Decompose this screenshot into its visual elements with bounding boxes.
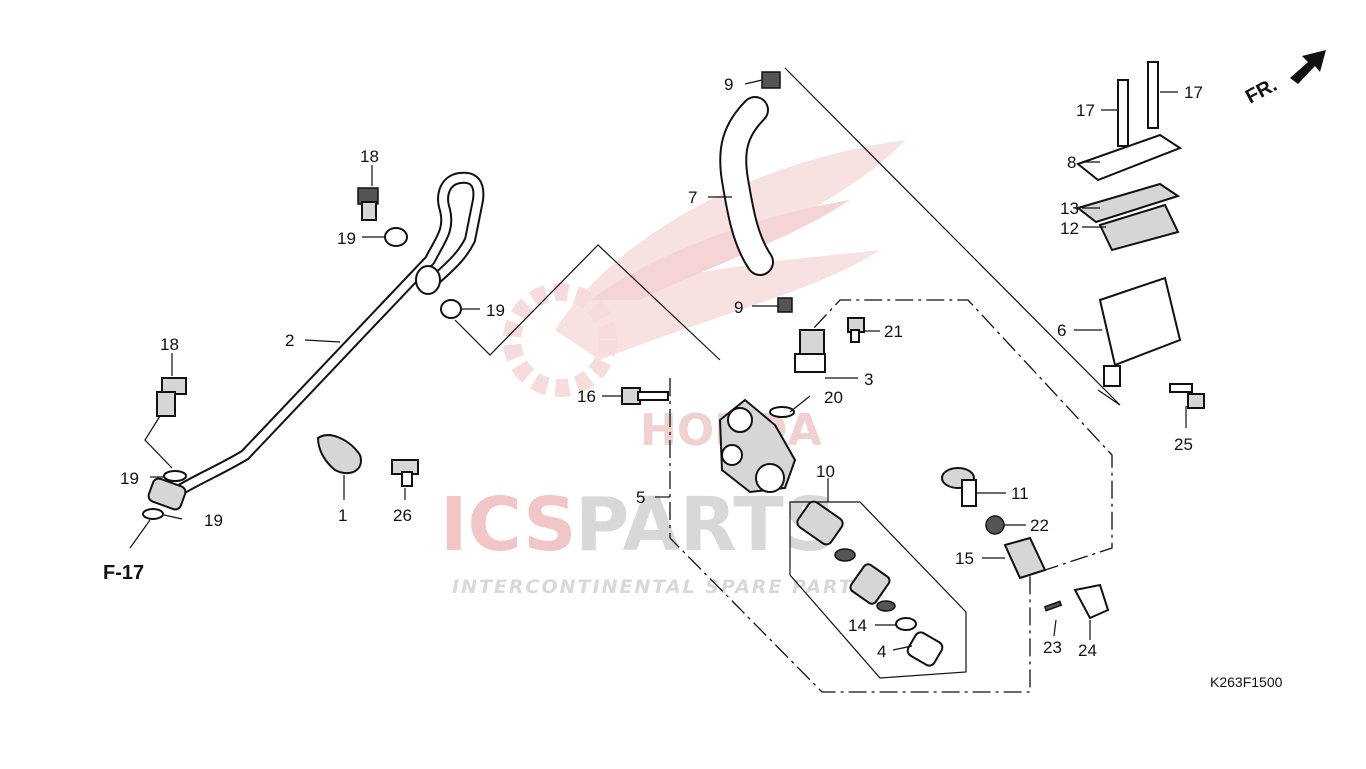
callout-22: 22 [1030, 516, 1049, 535]
callout-3: 3 [864, 370, 873, 389]
callout-7: 7 [688, 188, 697, 207]
brake-switch-bolt [941, 467, 977, 507]
washer-19-b [440, 299, 462, 319]
callout-13: 13 [1060, 199, 1079, 218]
screw-21 [847, 317, 865, 343]
reservoir-hose [719, 96, 774, 276]
callout-9-lower: 9 [734, 298, 743, 317]
hose-clamp [316, 434, 362, 475]
diaphragm [1098, 203, 1180, 252]
callout-18-upper: 18 [360, 147, 379, 166]
nut-22 [985, 515, 1005, 535]
banjo-bolt-upper [357, 187, 379, 221]
callout-17-right: 17 [1184, 83, 1203, 102]
callout-14: 14 [848, 616, 867, 635]
callout-18-lower: 18 [160, 335, 179, 354]
leader-lines [129, 79, 1187, 651]
boot-24 [1073, 583, 1110, 620]
callout-25: 25 [1174, 435, 1193, 454]
callout-24: 24 [1078, 641, 1097, 660]
reservoir-cap [1075, 133, 1183, 182]
f17-reference: F-17 [103, 562, 144, 584]
bolt-26 [391, 459, 419, 487]
outline-hose-link [454, 244, 721, 361]
front-direction-arrow: FR. [1242, 50, 1326, 108]
banjo-bolt-lower [156, 377, 187, 417]
piston-kit [796, 500, 944, 667]
drawing-code: K263F1500 [1210, 674, 1283, 690]
reservoir-screws [1117, 61, 1159, 147]
callout-11: 11 [1011, 484, 1029, 503]
callout-15: 15 [955, 549, 974, 568]
hose-clip-upper [761, 71, 781, 89]
callout-16: 16 [577, 387, 596, 406]
callout-4: 4 [877, 642, 886, 661]
callout-8: 8 [1067, 153, 1076, 172]
hose-clip-lower [777, 297, 793, 313]
callout-19-lower-right: 19 [204, 511, 223, 530]
callouts: 18 19 19 2 18 19 19 F-17 1 26 9 7 9 21 3… [103, 75, 1283, 690]
reservoir-body [1098, 276, 1182, 387]
callout-5: 5 [636, 488, 645, 507]
watermark-tagline: INTERCONTINENTAL SPARE PARTS [452, 576, 869, 598]
master-cylinder-body [718, 398, 797, 494]
callout-17-left: 17 [1076, 101, 1095, 120]
callout-9-upper: 9 [724, 75, 733, 94]
switch-clamp [1003, 536, 1047, 580]
callout-19-upper-left: 19 [337, 229, 356, 248]
outline-master-cylinder [669, 299, 1113, 693]
diaphragm-plate [1075, 182, 1181, 224]
callout-26: 26 [393, 506, 412, 525]
washer-19-c [163, 470, 187, 482]
callout-23: 23 [1043, 638, 1062, 657]
callout-12: 12 [1060, 219, 1079, 238]
callout-21: 21 [884, 322, 903, 341]
callout-19-lower-left: 19 [120, 469, 139, 488]
callout-6: 6 [1057, 321, 1066, 340]
callout-2: 2 [285, 331, 294, 350]
callout-19-upper-right: 19 [486, 301, 505, 320]
callout-20: 20 [824, 388, 843, 407]
washer-19-a [384, 227, 408, 247]
o-ring-20 [769, 406, 795, 418]
fr-label: FR. [1242, 74, 1281, 109]
callout-10: 10 [816, 462, 835, 481]
watermark-brand-left: ICS [440, 482, 577, 568]
hose-joint [794, 329, 826, 373]
callout-1: 1 [338, 506, 347, 525]
honda-wing-logo [503, 140, 905, 397]
pin-23 [1043, 600, 1063, 612]
bolt-25 [1169, 383, 1205, 409]
outline-piston-kit [789, 501, 967, 679]
watermark-brand-right: PARTS [575, 482, 837, 568]
bolt-16 [621, 387, 669, 405]
brake-hose [147, 171, 485, 511]
outline-reservoir-link [784, 67, 1121, 406]
washer-19-d [142, 508, 164, 520]
